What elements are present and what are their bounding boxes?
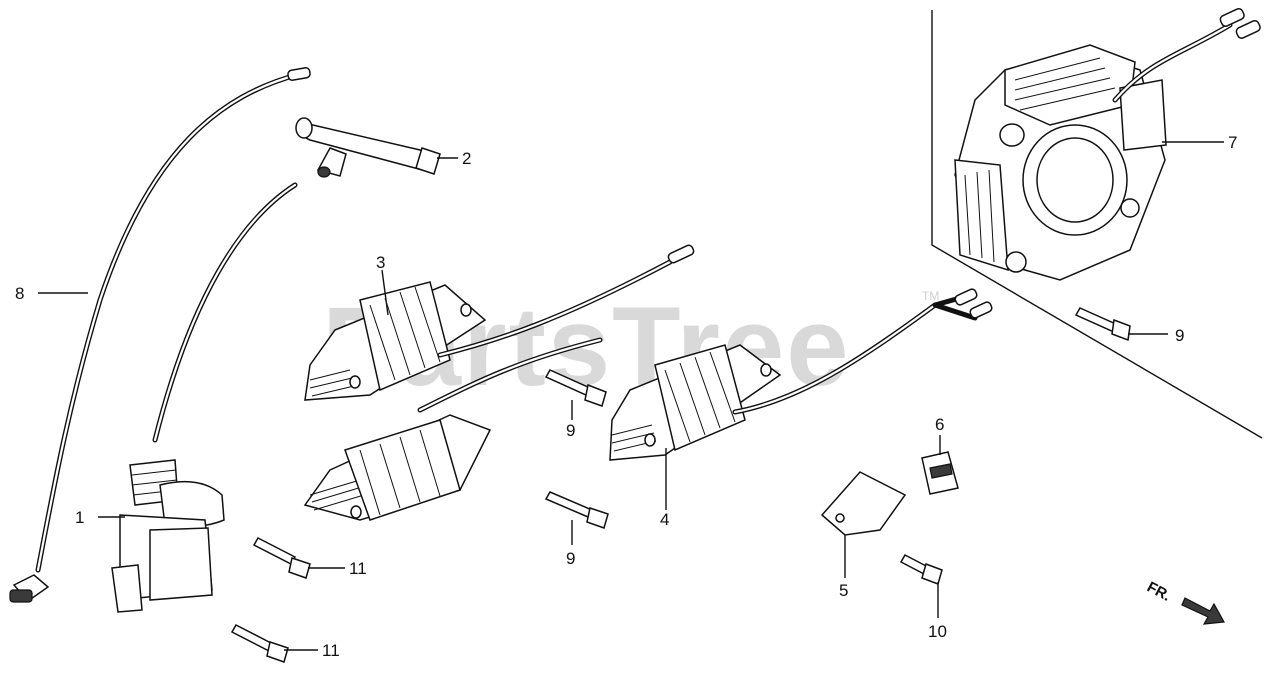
bolt-9-a[interactable] (1074, 307, 1131, 342)
part-5-bracket[interactable] (820, 471, 907, 536)
callout-11-a: 11 (349, 559, 367, 578)
part-7-stator[interactable] (931, 7, 1263, 439)
front-direction-indicator: FR. (1144, 579, 1225, 625)
callout-4: 4 (660, 510, 669, 529)
front-label: FR. (1144, 579, 1173, 605)
front-arrow-icon (1181, 597, 1225, 625)
bolt-9-c[interactable] (544, 491, 609, 529)
callout-5: 5 (839, 581, 848, 600)
callout-3: 3 (376, 253, 385, 272)
callout-9-a: 9 (1175, 326, 1184, 345)
bolt-10[interactable] (899, 554, 943, 585)
callout-6: 6 (935, 415, 944, 434)
callout-11-b: 11 (322, 641, 340, 660)
callout-7: 7 (1228, 133, 1237, 152)
part-8-cable[interactable] (9, 67, 311, 603)
callout-1: 1 (75, 508, 84, 527)
watermark-trademark: TM (922, 289, 939, 303)
leader-lines (38, 141, 1224, 651)
callout-8: 8 (15, 284, 24, 303)
callout-9-b: 9 (566, 421, 575, 440)
part-2-plug-cap[interactable] (295, 117, 441, 178)
callout-9-c: 9 (566, 549, 575, 568)
bolt-9-b[interactable] (544, 369, 607, 407)
callout-2: 2 (462, 149, 471, 168)
part-1-ignition-coil[interactable] (111, 182, 298, 613)
bolt-11-a[interactable] (252, 537, 311, 579)
part-3-charge-coil[interactable] (303, 244, 695, 521)
callout-10: 10 (928, 622, 947, 641)
bolt-11-b[interactable] (230, 624, 289, 663)
part-4-charge-coil[interactable] (609, 288, 993, 461)
part-6-clip[interactable] (921, 451, 959, 495)
